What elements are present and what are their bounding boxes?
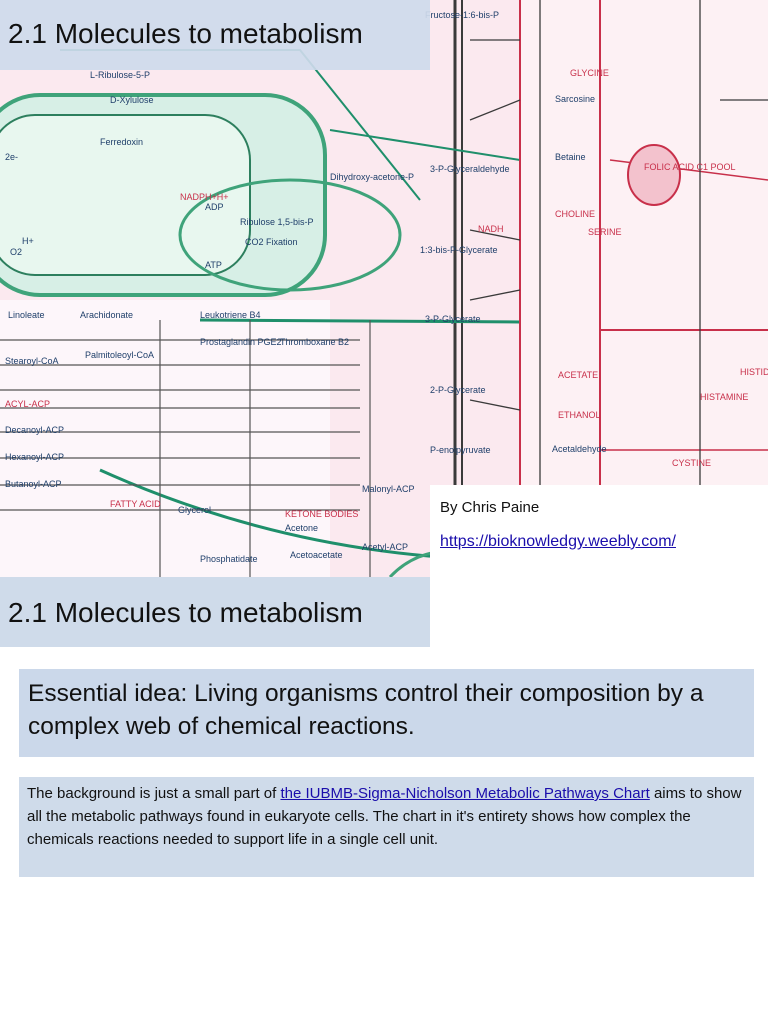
pathway-label: 3-P-Glycerate [425, 314, 481, 324]
pathway-label: H+ [22, 236, 34, 246]
top-title-text: 2.1 Molecules to metabolism [8, 18, 363, 49]
pathway-label: Acetaldehyde [552, 444, 607, 454]
pathway-label: Ribulose 1,5-bis-P [240, 217, 314, 227]
pathway-label: Acetone [285, 523, 318, 533]
pathway-label: FOLIC ACID C1 POOL [644, 162, 736, 172]
pathway-label: Arachidonate [80, 310, 133, 320]
description-text: The background is just a small part of t… [27, 782, 742, 851]
pathway-label: NADPH+H+ [180, 192, 229, 202]
pathway-label: Decanoyl-ACP [5, 425, 64, 435]
pathway-label: D-Xylulose [110, 95, 154, 105]
pathway-label: O2 [10, 247, 22, 257]
website-link[interactable]: https://bioknowledgy.weebly.com/ [440, 533, 676, 550]
pathway-label: Acetoacetate [290, 550, 343, 560]
pathway-label: CHOLINE [555, 209, 595, 219]
pathway-label: 2-P-Glycerate [430, 385, 486, 395]
calvin-cycle [178, 178, 402, 292]
description-before-link: The background is just a small part of [27, 785, 281, 802]
chloroplast-inner [0, 114, 251, 276]
pathway-label: Betaine [555, 152, 586, 162]
pathway-label: Glycerol [178, 505, 211, 515]
metabolic-chart-link[interactable]: the IUBMB-Sigma-Nicholson Metabolic Path… [280, 785, 650, 802]
description-after-link: aims to show all the metabolic pathways … [27, 785, 742, 848]
pathway-label: KETONE BODIES [285, 509, 358, 519]
pathway-label: ADP [205, 202, 224, 212]
top-title-banner: 2.1 Molecules to metabolism [0, 0, 430, 70]
pathway-label: CO2 Fixation [245, 237, 298, 247]
pathway-label: Hexanoyl-ACP [5, 452, 64, 462]
pathway-label: HISTIDINE [740, 367, 768, 377]
author-name: By Chris Paine [440, 499, 540, 516]
pathway-label: 1:3-bis-P-Glycerate [420, 245, 498, 255]
pathway-label: 3-P-Glyceraldehyde [430, 164, 510, 174]
pathway-label: ACETATE [558, 370, 598, 380]
pathway-label: Stearoyl-CoA [5, 356, 59, 366]
pathway-label: ETHANOL [558, 410, 601, 420]
pathway-label: Palmitoleoyl-CoA [85, 350, 154, 360]
pathway-label: Leukotriene B4 [200, 310, 261, 320]
description-box: The background is just a small part of t… [19, 777, 754, 877]
credit-panel: By Chris Paine https://bioknowledgy.weeb… [430, 485, 768, 577]
essential-idea-text: Essential idea: Living organisms control… [28, 680, 704, 740]
pathway-label: Linoleate [8, 310, 45, 320]
pathway-label: Acetyl-ACP [362, 542, 408, 552]
pathway-label: ATP [205, 260, 222, 270]
folic-acid-pool [627, 144, 681, 206]
pathway-label: FATTY ACID [110, 499, 161, 509]
pathway-label: Thromboxane B2 [280, 337, 349, 347]
pathway-label: CYSTINE [672, 458, 711, 468]
pathway-label: Fructose-1:6-bis-P [425, 10, 499, 20]
essential-idea-box: Essential idea: Living organisms control… [19, 669, 754, 757]
pathway-label: L-Ribulose-5-P [90, 70, 150, 80]
pathway-label: Butanoyl-ACP [5, 479, 62, 489]
pathway-label: P-enolpyruvate [430, 445, 491, 455]
pathway-label: GLYCINE [570, 68, 609, 78]
pathway-label: Sarcosine [555, 94, 595, 104]
pathway-label: Prostaglandin PGE2 [200, 337, 282, 347]
pathway-label: Malonyl-ACP [362, 484, 415, 494]
pathway-label: Dihydroxy-acetone-P [330, 172, 414, 182]
main-title-banner: 2.1 Molecules to metabolism [0, 577, 430, 647]
pathway-label: Phosphatidate [200, 554, 258, 564]
pathway-label: HISTAMINE [700, 392, 748, 402]
pathway-label: ACYL-ACP [5, 399, 50, 409]
pathway-label: 2e- [5, 152, 18, 162]
pathway-chart-svg: L-Ribulose-5-P D-XyluloseFerredoxinNADPH+… [0, 0, 768, 577]
main-title-text: 2.1 Molecules to metabolism [8, 597, 363, 628]
pathway-label: Ferredoxin [100, 137, 143, 147]
pathway-label: SERINE [588, 227, 622, 237]
pathway-label: NADH [478, 224, 504, 234]
